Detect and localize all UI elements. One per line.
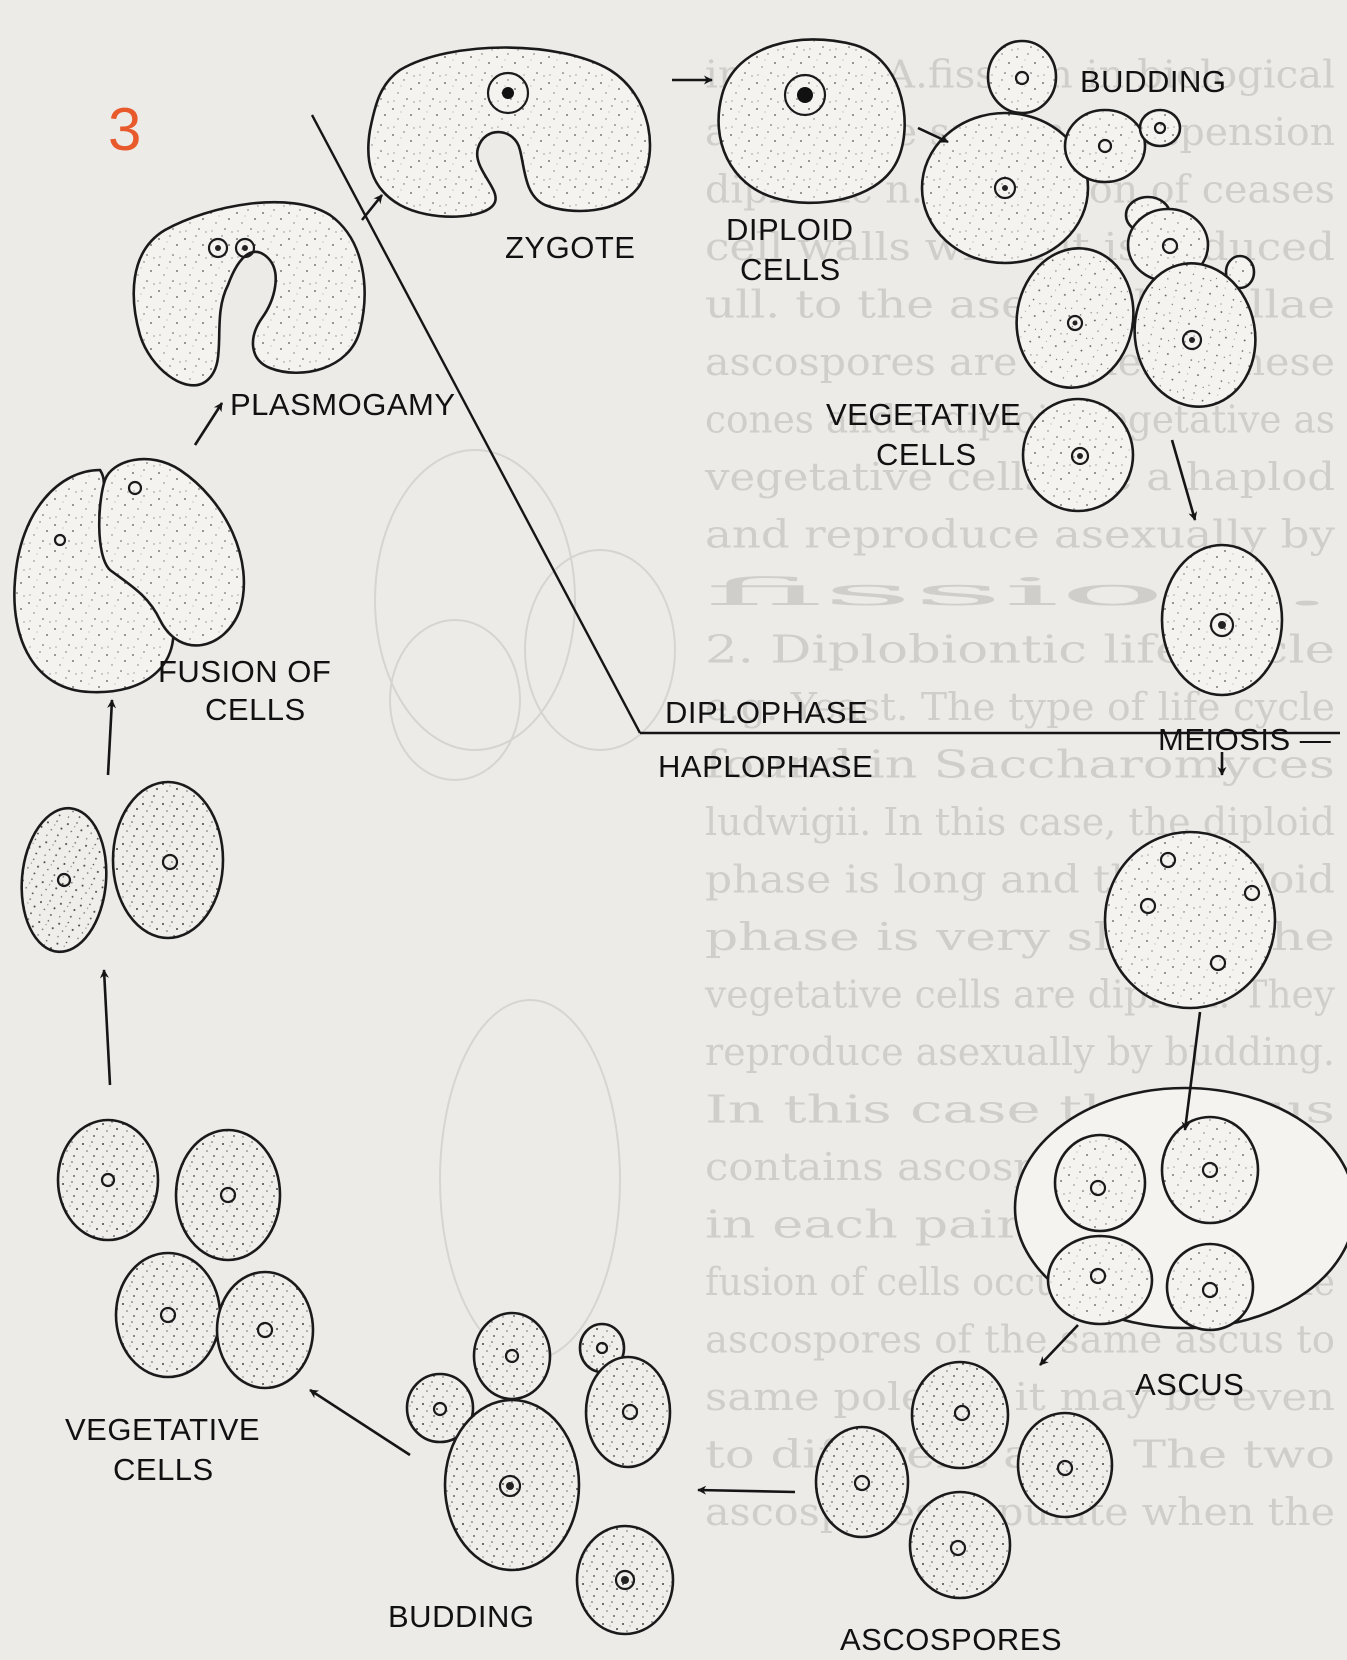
label-ascospores: ASCOSPORES [840, 1622, 1062, 1657]
label-vegetative-left-line1: VEGETATIVE [65, 1412, 260, 1447]
label-plasmogamy: PLASMOGAMY [230, 387, 456, 422]
label-diploid-line2: CELLS [740, 252, 841, 287]
label-diploid-line1: DIPLOID [726, 212, 854, 247]
arrow-budding-to-vegetative [310, 1390, 410, 1455]
pre-meiosis-cell [1162, 545, 1282, 695]
haploid-cell-pair [16, 782, 223, 955]
diploid-cell [719, 39, 905, 202]
arrow-fusion-to-plasmogamy [195, 403, 222, 445]
background-text-line: vegetative cells are a haplod [704, 455, 1335, 499]
arrow-plasmogamy-to-zygote [362, 195, 382, 220]
background-text-line: ascospores of the same ascus to [705, 1318, 1335, 1362]
arrow-pair-to-fusion [108, 700, 112, 775]
label-ascus: ASCUS [1135, 1367, 1244, 1402]
label-vegetative-right-line1: VEGETATIVE [826, 397, 1021, 432]
ghost-shapes [375, 450, 675, 1360]
label-fusion-line2: CELLS [205, 692, 306, 727]
label-meiosis: MEIOSIS — [1158, 722, 1331, 757]
arrow-vegetative-to-pair [104, 970, 110, 1085]
ascus [1015, 1088, 1347, 1330]
plasmogamy-cell [134, 202, 365, 385]
label-haplophase: HAPLOPHASE [658, 749, 873, 784]
label-budding-bottom: BUDDING [388, 1599, 534, 1634]
figure-number: 3 [108, 96, 141, 163]
zygote-cell [368, 48, 650, 217]
tetranucleate-cell [1105, 832, 1275, 1008]
label-zygote: ZYGOTE [505, 230, 635, 265]
label-diplophase: DIPLOPHASE [665, 695, 868, 730]
background-text-line: ascospores copulate when the [705, 1490, 1335, 1534]
background-text-line: reproduce asexually by budding. [705, 1030, 1335, 1074]
label-vegetative-left-line2: CELLS [113, 1452, 214, 1487]
vegetative-cells-left [58, 1120, 313, 1388]
label-vegetative-right-line2: CELLS [876, 437, 977, 472]
background-text-line: ludwigii. In this case, the diploid [705, 800, 1335, 844]
budding-cells-bottom [407, 1313, 673, 1634]
label-budding-top: BUDDING [1080, 64, 1226, 99]
label-fusion-line1: FUSION OF [158, 654, 331, 689]
